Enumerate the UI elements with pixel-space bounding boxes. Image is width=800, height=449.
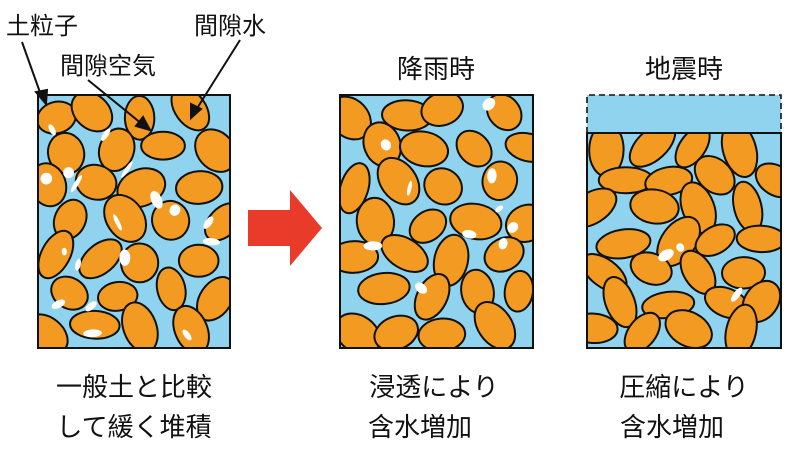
pore-air-bubble (498, 237, 508, 250)
label-leaders (21, 39, 241, 132)
soil-particle (175, 170, 224, 205)
soil-particle (177, 243, 220, 278)
pore-air-bubble (415, 282, 428, 294)
label-soil-particle: 土粒子 (6, 12, 78, 40)
soil-particle (408, 208, 448, 244)
pore-air-bubble (203, 216, 214, 229)
pore-air-bubble (101, 128, 111, 141)
panel-quake-particles (587, 133, 781, 348)
pore-air-bubble (121, 161, 133, 178)
soil-particle (455, 129, 493, 168)
pore-air-bubble (507, 222, 519, 233)
soil-particle (423, 167, 463, 206)
soil-particle (587, 187, 618, 229)
panel-rain (339, 94, 534, 349)
pore-air-bubble (462, 229, 477, 239)
pore-air-bubble (40, 172, 53, 185)
soil-particle (417, 317, 467, 348)
soil-particle (121, 301, 159, 348)
pore-air-bubble (150, 190, 163, 209)
soil-particle (504, 203, 533, 243)
soil-particle (694, 223, 736, 257)
pore-air-bubble (406, 180, 413, 196)
soil-particle (97, 280, 139, 312)
panel-quake (586, 94, 782, 349)
soil-particle (721, 256, 766, 290)
soil-particle (380, 234, 429, 273)
soil-particle (38, 162, 68, 208)
soil-particle (724, 303, 758, 348)
panel-rain-caption-2: 含水増加 (368, 413, 472, 443)
soil-particle (483, 236, 525, 273)
soil-particle (74, 163, 118, 201)
pore-air-bubble (202, 238, 220, 246)
panel-quake-title: 地震時 (645, 55, 723, 85)
soil-particle (373, 314, 419, 348)
soil-particle (38, 313, 69, 348)
panel-normal (37, 94, 231, 349)
soil-particle (754, 162, 781, 199)
label-pore-water: 間隙水 (194, 12, 266, 40)
soil-particle (172, 304, 210, 348)
soil-particle (595, 228, 652, 260)
soil-particle (78, 238, 123, 280)
panel-quake-caption-1: 圧縮により (619, 373, 748, 403)
soil-particle (587, 312, 619, 345)
pore-air-bubble (380, 139, 392, 151)
soil-particle (70, 95, 114, 133)
soil-particle (674, 133, 711, 169)
pore-air-bubble (169, 204, 181, 216)
pore-air-bubble (363, 241, 383, 251)
pore-air-bubble (730, 287, 743, 302)
panel-rain-particles (340, 95, 533, 348)
pore-air-bubble (113, 214, 122, 231)
soil-particle (204, 202, 230, 242)
pore-air-bubble (83, 329, 102, 338)
soil-particle (340, 162, 371, 215)
pore-air-bubble (70, 175, 83, 193)
pore-air-bubble (119, 249, 131, 266)
panel-normal-caption-1: 一般土と比較 (56, 373, 212, 403)
pore-air-bubble (85, 301, 97, 312)
soil-particle (664, 309, 713, 348)
soil-particle (623, 311, 661, 348)
pore-air-bubble (51, 299, 66, 309)
soil-particle (449, 202, 503, 241)
soil-particle (69, 309, 121, 340)
pore-air-bubble (495, 205, 504, 213)
pore-air-bubble (487, 168, 497, 184)
panel-normal-particles (38, 95, 230, 348)
soil-particle (38, 229, 75, 280)
transition-arrow (248, 190, 322, 266)
pore-air-bubble (61, 247, 67, 256)
soil-particle (340, 240, 380, 274)
pore-air-bubble (658, 248, 674, 262)
soil-particle (735, 224, 781, 254)
panel-quake-caption-2: 含水増加 (620, 413, 724, 443)
soil-particle (485, 95, 523, 132)
soil-particle (103, 193, 148, 243)
pore-air-bubble (482, 97, 496, 111)
pore-air-bubble (63, 167, 75, 179)
soil-particle (720, 133, 759, 178)
label-pore-air: 間隙空気 (60, 52, 156, 80)
pore-air-bubble (48, 124, 56, 136)
soil-particle (357, 271, 411, 306)
pore-air-bubble (676, 243, 685, 252)
soil-particle (420, 95, 464, 127)
soil-particle (340, 312, 382, 348)
soil-particle (504, 131, 533, 163)
panel-quake-water-layer (587, 95, 781, 133)
panel-normal-caption-2: して緩く堆積 (56, 413, 211, 443)
panel-rain-title: 降雨時 (397, 55, 475, 85)
pore-air-bubble (74, 258, 82, 271)
soil-particle (140, 130, 186, 161)
pore-air-bubble (182, 329, 192, 341)
soil-particle (398, 130, 450, 168)
soil-particle (629, 188, 680, 225)
panel-rain-caption-1: 浸透により (369, 373, 498, 403)
